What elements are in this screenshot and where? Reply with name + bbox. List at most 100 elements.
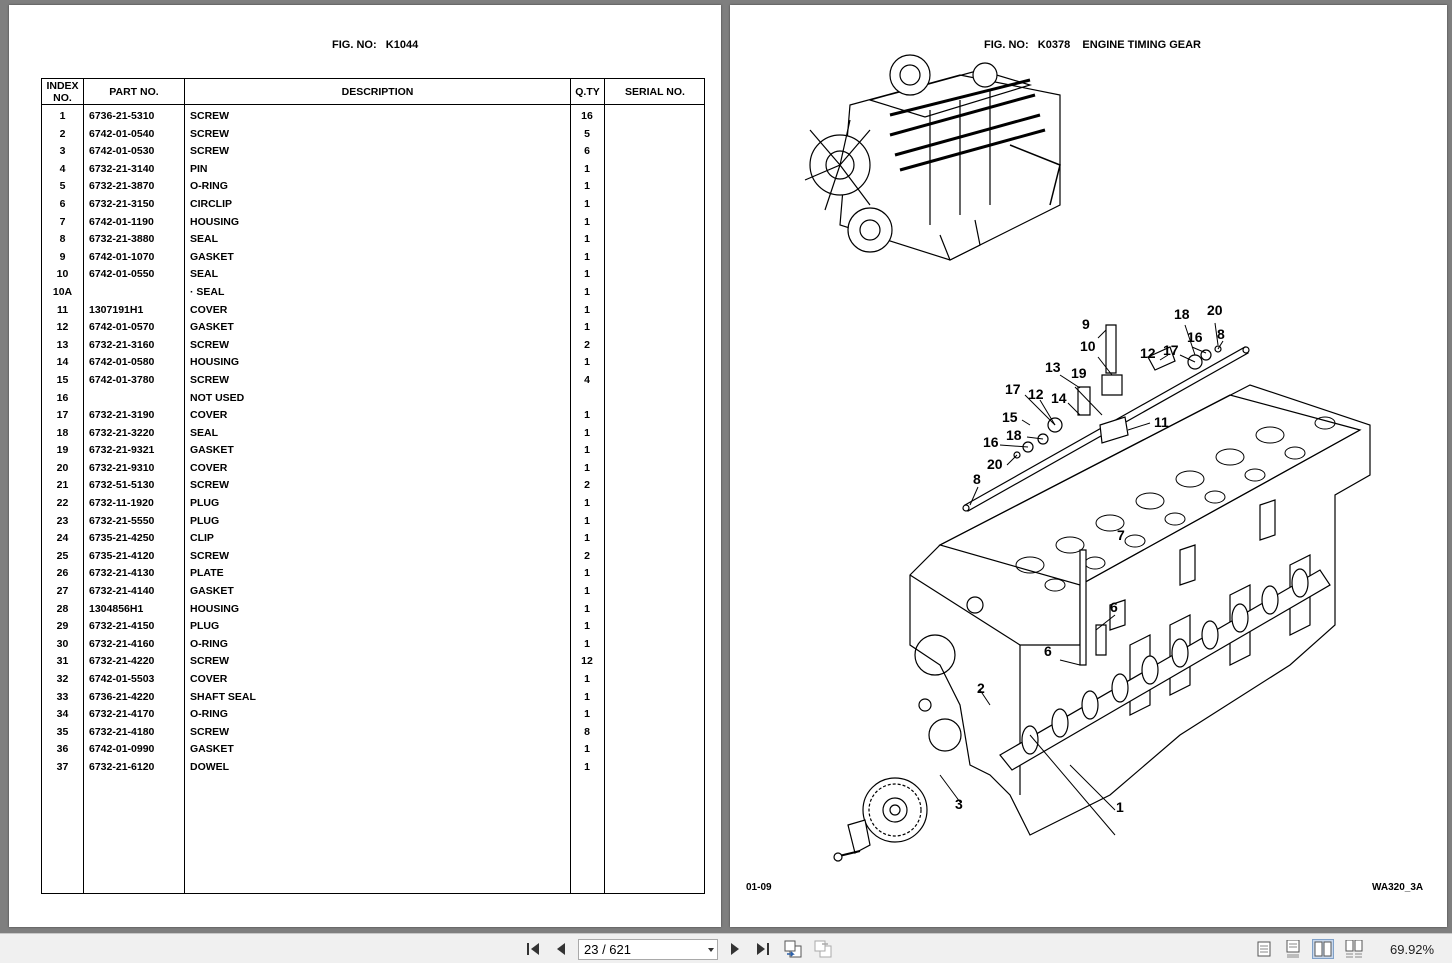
callout-20: 20 (1207, 302, 1223, 318)
index-cell: 17 (56, 409, 69, 422)
description-cell: NOT USED (190, 391, 245, 404)
part-no-cell: 6732-21-9310 (89, 461, 155, 474)
qty-cell: 1 (584, 760, 590, 773)
zoom-level[interactable]: 69.92% (1390, 942, 1435, 957)
qty-cell: 1 (584, 303, 590, 316)
callout-12: 12 (1028, 386, 1044, 402)
index-cell: 31 (56, 655, 69, 668)
part-no-cell: 6742-01-5503 (89, 673, 155, 685)
qty-cell: 1 (584, 250, 590, 263)
description-cell: SCREW (190, 655, 230, 668)
qty-cell: 6 (584, 145, 590, 158)
qty-cell: 1 (584, 426, 590, 439)
description-cell: COVER (190, 673, 228, 685)
description-cell: COVER (190, 303, 228, 316)
facing-view-icon (1314, 941, 1332, 957)
column-divider (604, 79, 605, 893)
continuous-facing-view-button[interactable] (1343, 939, 1365, 959)
column-divider (570, 79, 571, 893)
single-page-view-button[interactable] (1253, 939, 1275, 959)
part-no-cell: 6732-21-4130 (89, 567, 155, 580)
previous-page-button[interactable] (550, 939, 572, 959)
part-no-cell: 6732-21-4160 (89, 637, 155, 650)
continuous-view-button[interactable] (1282, 939, 1304, 959)
header-index: INDEX NO. (46, 79, 79, 104)
description-cell: HOUSING (190, 602, 240, 615)
qty-cell: 1 (584, 743, 590, 756)
part-no-cell: 1304856H1 (89, 602, 144, 615)
fig-number-right: FIG. NO: K0378 ENGINE TIMING GEAR (984, 39, 1201, 51)
last-page-button[interactable] (752, 939, 774, 959)
callout-15: 15 (1002, 409, 1018, 425)
next-view-button[interactable] (812, 939, 834, 959)
part-no-cell: 6732-21-3870 (89, 180, 155, 193)
index-cell: 33 (56, 690, 69, 703)
qty-cell: 1 (584, 637, 590, 650)
description-cell: GASKET (190, 250, 234, 263)
description-cell: GASKET (190, 743, 234, 756)
next-page-button[interactable] (724, 939, 746, 959)
description-cell: COVER (190, 461, 228, 474)
index-cell: 13 (56, 338, 69, 351)
right-page: FIG. NO: K0378 ENGINE TIMING GEAR (730, 5, 1447, 927)
qty-cell: 1 (584, 620, 590, 633)
previous-view-button[interactable] (782, 939, 804, 959)
fig-number-left: FIG. NO: K1044 (332, 39, 419, 51)
index-cell: 23 (56, 514, 69, 527)
index-cell: 20 (56, 461, 69, 474)
page-footer-section: 01-09 (746, 882, 772, 893)
part-no-cell: 6742-01-0530 (89, 145, 155, 158)
qty-cell: 1 (584, 585, 590, 598)
index-cell: 15 (56, 373, 69, 386)
part-no-cell: 6732-21-3160 (89, 338, 155, 351)
part-no-cell: 6742-01-0570 (89, 321, 155, 334)
index-cell: 37 (56, 760, 69, 773)
part-no-cell: 6732-21-3150 (89, 197, 155, 210)
chevron-down-icon[interactable] (708, 948, 714, 952)
index-cell: 3 (59, 145, 66, 158)
cylinder-block-illustration (909, 384, 1371, 836)
part-no-cell: 6732-11-1920 (89, 497, 154, 510)
viewer-toolbar: 23 / 621 69.92% (0, 933, 1452, 963)
callout-19: 19 (1071, 365, 1087, 381)
single-page-view-icon (1257, 941, 1271, 957)
index-cell: 36 (56, 743, 69, 756)
qty-cell: 1 (584, 514, 590, 527)
description-cell: HOUSING (190, 215, 240, 228)
qty-cell: 1 (584, 356, 590, 369)
callout-17: 17 (1163, 342, 1179, 358)
first-page-button[interactable] (522, 939, 544, 959)
index-cell: 21 (56, 479, 69, 492)
description-cell: SCREW (190, 145, 230, 158)
facing-view-button[interactable] (1312, 939, 1334, 959)
qty-cell: 1 (584, 444, 590, 457)
callout-9: 9 (1082, 316, 1090, 332)
index-cell: 10A (52, 285, 73, 298)
description-cell: SCREW (190, 127, 230, 140)
index-cell: 6 (59, 197, 66, 210)
qty-cell: 1 (584, 602, 590, 615)
camshaft-illustration (999, 568, 1331, 771)
page-number-field[interactable]: 23 / 621 (578, 939, 718, 960)
description-cell: SEAL (190, 268, 219, 281)
index-cell: 30 (56, 637, 69, 650)
description-cell: PIN (190, 162, 208, 175)
index-cell: 19 (56, 444, 69, 457)
index-cell: 7 (59, 215, 66, 228)
part-no-cell: 6732-21-9321 (89, 444, 155, 457)
description-cell: SCREW (190, 373, 230, 386)
index-cell: 24 (56, 532, 69, 545)
timing-gear-illustration (833, 777, 928, 862)
